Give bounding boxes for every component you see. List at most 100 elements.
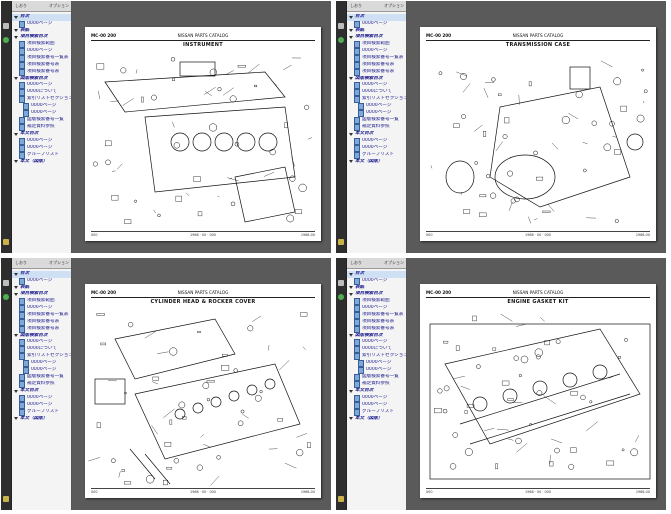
bookmark-item[interactable]: 補足資料参照: [347, 381, 406, 388]
bookmark-item[interactable]: 図版検索目次: [347, 76, 406, 83]
bookmark-item[interactable]: 0000ページ: [12, 110, 71, 117]
bookmark-item[interactable]: 0000ページ: [12, 47, 71, 55]
attachment-icon[interactable]: [338, 496, 344, 502]
bookmark-item[interactable]: 索引リストセクション: [12, 96, 71, 103]
bookmark-item[interactable]: 本文目次: [347, 388, 406, 395]
bookmark-item[interactable]: 項目検索目次: [12, 291, 71, 298]
bookmark-item[interactable]: 表紙: [12, 285, 71, 292]
options-menu-button[interactable]: オプション: [49, 3, 69, 8]
bookmark-item[interactable]: 0000ページ: [347, 360, 406, 367]
bookmark-item[interactable]: 0000ページ: [12, 339, 71, 346]
bookmark-item[interactable]: 項目検索番号表: [347, 68, 406, 76]
pages-icon[interactable]: [338, 23, 344, 29]
bookmark-item[interactable]: 項目検索範囲: [347, 40, 406, 48]
bookmark-item[interactable]: 本文（図版）: [347, 159, 406, 166]
bookmark-item[interactable]: 目次: [347, 14, 406, 21]
bookmark-item[interactable]: 項目検索番号表: [12, 61, 71, 69]
bookmark-item[interactable]: 0000ページ: [347, 277, 406, 285]
bookmark-item[interactable]: 補足資料参照: [12, 124, 71, 131]
bookmark-item[interactable]: 0000ページ: [347, 110, 406, 117]
bookmark-item[interactable]: 0000ページ: [12, 103, 71, 110]
bookmark-item[interactable]: 図版検索番号一覧: [12, 374, 71, 381]
bookmark-item[interactable]: 0000ページ: [347, 367, 406, 374]
bookmark-item[interactable]: 本文目次: [347, 131, 406, 138]
bookmark-item[interactable]: 0000ページ: [12, 277, 71, 285]
bookmark-item[interactable]: 項目検索範囲: [12, 297, 71, 305]
bookmark-item[interactable]: 図版検索番号一覧: [347, 117, 406, 124]
bookmark-item[interactable]: 0000ページ: [12, 82, 71, 89]
bookmark-item[interactable]: 0000について: [347, 346, 406, 353]
bookmark-item[interactable]: 0000ページ: [347, 144, 406, 152]
bookmark-item[interactable]: 0000ページ: [347, 394, 406, 402]
bookmark-item[interactable]: 図版検索目次: [12, 333, 71, 340]
options-menu-button[interactable]: オプション: [384, 3, 404, 8]
bookmark-item[interactable]: 項目検索番号表: [12, 325, 71, 333]
bookmark-item[interactable]: 項目検索目次: [347, 34, 406, 41]
bookmark-item[interactable]: 0000ページ: [347, 103, 406, 110]
pages-icon[interactable]: [3, 23, 9, 29]
bookmark-item[interactable]: 表紙: [12, 28, 71, 35]
bookmark-item[interactable]: グループリスト: [347, 151, 406, 159]
bookmarks-icon[interactable]: [3, 37, 9, 43]
bookmark-item[interactable]: 項目検索番号表: [347, 61, 406, 69]
bookmark-item[interactable]: 0000ページ: [12, 360, 71, 367]
bookmark-item[interactable]: 図版検索目次: [12, 76, 71, 83]
bookmark-item[interactable]: 0000ページ: [347, 137, 406, 145]
pages-icon[interactable]: [3, 280, 9, 286]
bookmark-item[interactable]: 0000ページ: [347, 304, 406, 312]
bookmark-item[interactable]: 索引リストセクション: [12, 353, 71, 360]
bookmark-item[interactable]: 項目検索目次: [12, 34, 71, 41]
bookmark-item[interactable]: 0000ページ: [12, 304, 71, 312]
bookmark-item[interactable]: 項目検索番号一覧表: [347, 54, 406, 62]
bookmark-item[interactable]: 本文（図版）: [347, 416, 406, 423]
bookmark-item[interactable]: 0000ページ: [12, 144, 71, 152]
bookmark-item[interactable]: グループリスト: [12, 151, 71, 159]
bookmark-item[interactable]: 0000ページ: [347, 401, 406, 409]
bookmark-item[interactable]: 本文（図版）: [12, 159, 71, 166]
attachment-icon[interactable]: [338, 239, 344, 245]
bookmark-item[interactable]: 表紙: [347, 28, 406, 35]
bookmark-item[interactable]: 0000について: [347, 89, 406, 96]
bookmark-item[interactable]: 補足資料参照: [347, 124, 406, 131]
bookmarks-icon[interactable]: [338, 294, 344, 300]
bookmark-item[interactable]: 0000ページ: [12, 20, 71, 28]
bookmarks-icon[interactable]: [3, 294, 9, 300]
bookmark-item[interactable]: 0000ページ: [12, 137, 71, 145]
bookmark-item[interactable]: 0000について: [12, 346, 71, 353]
bookmark-item[interactable]: 索引リストセクション: [347, 96, 406, 103]
bookmark-item[interactable]: 索引リストセクション: [347, 353, 406, 360]
bookmark-item[interactable]: 本文（図版）: [12, 416, 71, 423]
bookmark-item[interactable]: 0000ページ: [347, 20, 406, 28]
bookmark-item[interactable]: 図版検索目次: [347, 333, 406, 340]
bookmark-item[interactable]: 0000ページ: [12, 367, 71, 374]
attachment-icon[interactable]: [3, 496, 9, 502]
bookmarks-icon[interactable]: [338, 37, 344, 43]
pages-icon[interactable]: [338, 280, 344, 286]
bookmark-item[interactable]: 0000ページ: [347, 47, 406, 55]
bookmark-item[interactable]: 項目検索番号表: [12, 318, 71, 326]
bookmark-item[interactable]: 表紙: [347, 285, 406, 292]
bookmark-item[interactable]: 0000ページ: [12, 401, 71, 409]
bookmark-item[interactable]: 0000について: [12, 89, 71, 96]
options-menu-button[interactable]: オプション: [384, 260, 404, 265]
bookmark-item[interactable]: 目次: [12, 14, 71, 21]
bookmark-item[interactable]: グループリスト: [12, 408, 71, 416]
bookmark-item[interactable]: 0000ページ: [347, 82, 406, 89]
bookmark-item[interactable]: 0000ページ: [347, 339, 406, 346]
attachment-icon[interactable]: [3, 239, 9, 245]
bookmark-item[interactable]: グループリスト: [347, 408, 406, 416]
bookmark-item[interactable]: 図版検索番号一覧: [12, 117, 71, 124]
bookmark-item[interactable]: 項目検索番号表: [347, 325, 406, 333]
bookmark-item[interactable]: 図版検索番号一覧: [347, 374, 406, 381]
bookmark-item[interactable]: 補足資料参照: [12, 381, 71, 388]
bookmark-item[interactable]: 項目検索番号一覧表: [347, 311, 406, 319]
bookmark-item[interactable]: 0000ページ: [12, 394, 71, 402]
bookmark-item[interactable]: 項目検索番号表: [12, 68, 71, 76]
bookmark-item[interactable]: 目次: [347, 271, 406, 278]
bookmark-item[interactable]: 項目検索範囲: [12, 40, 71, 48]
bookmark-item[interactable]: 項目検索番号表: [347, 318, 406, 326]
